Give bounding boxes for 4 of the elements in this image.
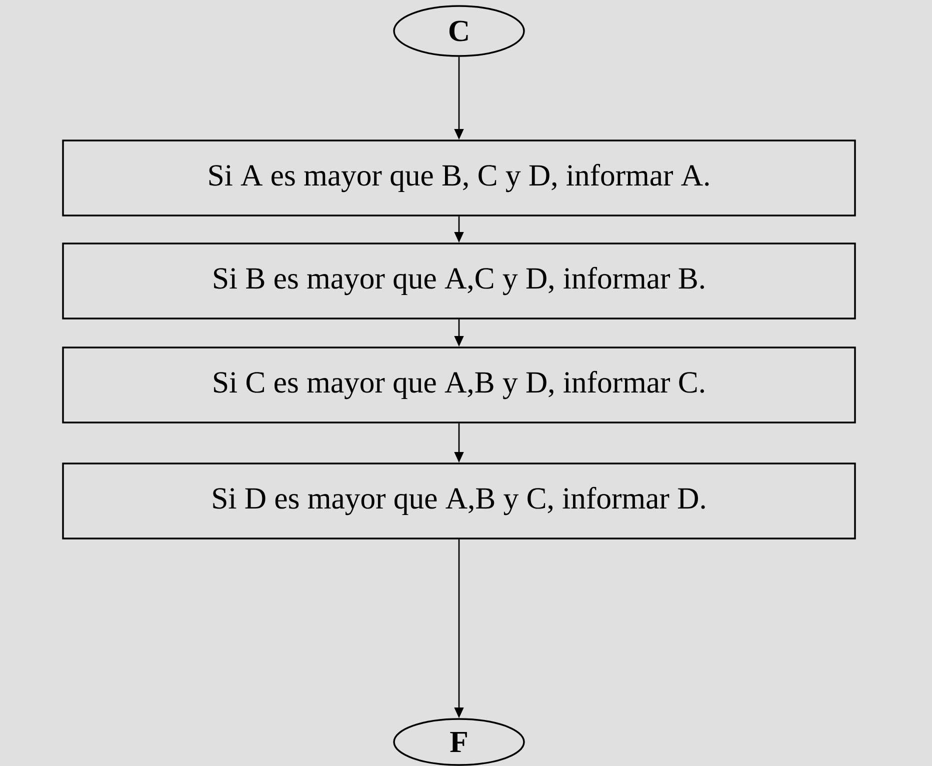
process-box: Si D es mayor que A,B y C, informar D. <box>62 462 856 540</box>
process-box: Si A es mayor que B, C y D, informar A. <box>62 140 856 216</box>
process-box: Si B es mayor que A,C y D, informar B. <box>62 242 856 320</box>
process-box: Si C es mayor que A,B y D, informar C. <box>62 346 856 424</box>
